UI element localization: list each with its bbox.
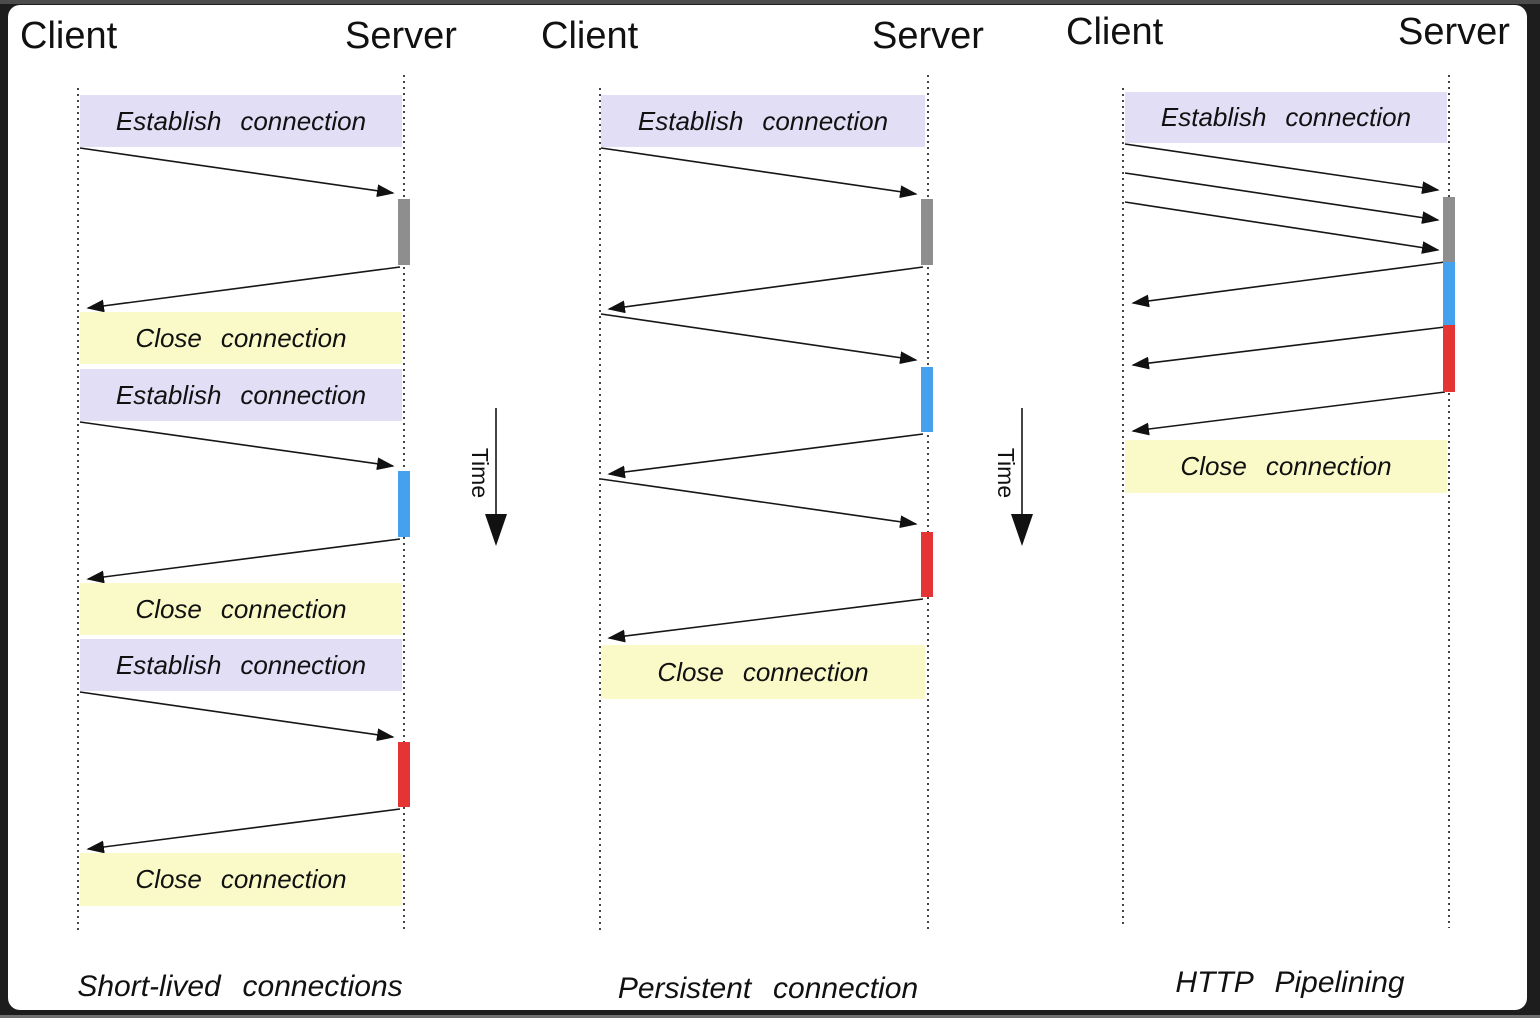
request-arrow — [600, 147, 918, 199]
establish-connection-box: Establish connection — [80, 369, 402, 421]
lifelines — [77, 75, 1450, 933]
establish-connection-box: Establish connection — [80, 639, 402, 691]
col3-caption: HTTP Pipelining — [1175, 966, 1405, 999]
establish-connection-box: Establish connection — [1125, 92, 1447, 143]
processing-bar-blue — [921, 367, 933, 432]
close-connection-text: Close connection — [657, 656, 869, 687]
col2-arrows — [600, 147, 924, 643]
col3-server-label: Server — [1398, 11, 1510, 53]
response-arrow — [607, 598, 924, 643]
response-arrow — [607, 266, 924, 314]
time-axis-label: Time — [993, 447, 1019, 499]
col1-client-label: Client — [20, 15, 118, 57]
col3-client-label: Client — [1066, 11, 1164, 53]
frame-top-edge — [0, 0, 1540, 4]
processing-bar-red — [1443, 325, 1455, 392]
request-arrow — [79, 421, 395, 471]
time-arrowhead-icon — [1011, 514, 1033, 546]
response-arrow — [86, 808, 401, 854]
close-connection-box: Close connection — [80, 583, 402, 635]
processing-bar-blue — [1443, 262, 1455, 325]
response-arrow — [1131, 326, 1446, 370]
col1-caption: Short-lived connections — [77, 970, 403, 1003]
close-connection-text: Close connection — [135, 593, 347, 624]
processing-bar-gray — [1443, 197, 1455, 262]
processing-bar-gray — [921, 199, 933, 265]
establish-connection-text: Establish connection — [115, 379, 367, 410]
pipelined-request-arrow — [1124, 172, 1440, 224]
close-connection-box: Close connection — [80, 853, 402, 906]
response-arrow — [1131, 391, 1446, 436]
request-arrow — [79, 147, 395, 198]
col2-client-label: Client — [541, 15, 639, 57]
request-arrow — [79, 691, 395, 742]
establish-connection-box: Establish connection — [601, 95, 925, 147]
establish-connection-box: Establish connection — [80, 95, 402, 147]
close-connection-text: Close connection — [1180, 451, 1392, 481]
establish-connection-text: Establish connection — [637, 105, 889, 136]
processing-bar-red — [921, 532, 933, 597]
time-axis-label: Time — [467, 447, 493, 499]
establish-connection-text: Establish connection — [115, 649, 367, 680]
col3-arrows — [1124, 143, 1446, 436]
col1-arrows — [79, 147, 401, 854]
col2-server-label: Server — [872, 15, 984, 57]
time-arrowhead-icon — [485, 514, 507, 546]
frame-bottom-edge — [0, 1015, 1540, 1018]
close-connection-box: Close connection — [80, 312, 402, 364]
close-connection-text: Close connection — [135, 322, 347, 353]
col2-caption: Persistent connection — [617, 972, 919, 1005]
response-arrow — [607, 433, 924, 479]
close-connection-box: Close connection — [1125, 440, 1447, 493]
response-arrow — [86, 538, 401, 584]
response-arrow — [86, 266, 401, 313]
close-connection-text: Close connection — [135, 864, 347, 894]
request-arrow — [600, 313, 918, 365]
time-arrows — [485, 408, 1033, 546]
processing-bar-red — [398, 742, 410, 807]
request-arrow — [600, 478, 918, 529]
response-arrow — [1131, 261, 1446, 308]
establish-connection-text: Establish connection — [115, 105, 367, 136]
close-connection-box: Close connection — [601, 645, 925, 699]
processing-bar-blue — [398, 471, 410, 537]
pipelined-request-arrow — [1124, 201, 1440, 254]
col1-server-label: Server — [345, 15, 457, 57]
establish-connection-text: Establish connection — [1160, 102, 1412, 132]
server-processing-bars — [398, 197, 1455, 807]
processing-bar-gray — [398, 199, 410, 265]
pipelined-request-arrow — [1124, 143, 1440, 195]
